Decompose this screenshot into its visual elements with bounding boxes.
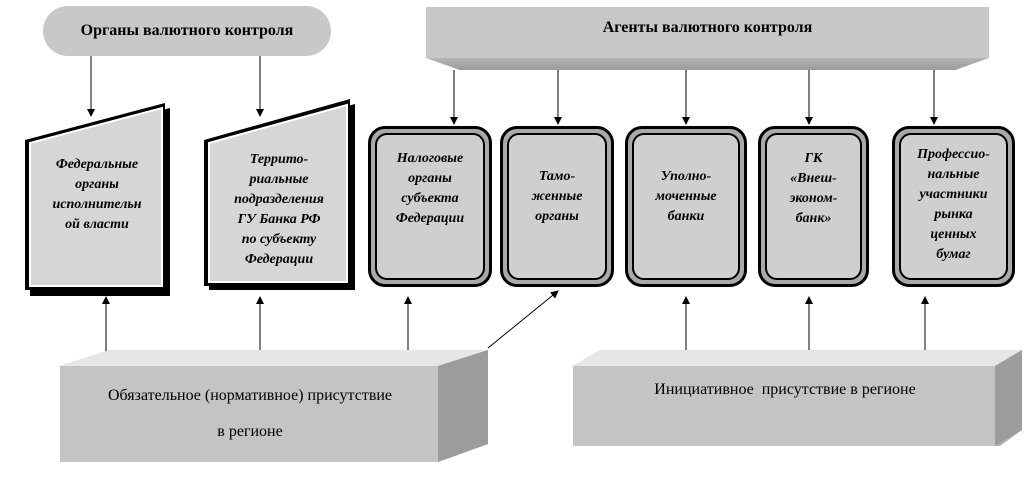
agent-professional-line: бумаг	[936, 247, 971, 262]
arrow-mandatory-to-customs	[487, 290, 559, 349]
agent-veb-line: ГК	[804, 151, 823, 166]
organ-federal-line: исполнительн	[52, 197, 142, 212]
organ-territorial-line: подразделения	[234, 192, 324, 207]
agent-customs-inner: Тамо- женные органы	[507, 133, 607, 280]
agent-veb-line: «Внеш-	[790, 171, 837, 186]
agent-professional-line: Профессио-	[917, 147, 990, 162]
mandatory-presence-line1: Обязательное (нормативное) присутствие	[107, 387, 393, 404]
organ-territorial-line: Террито-	[249, 152, 309, 167]
agent-tax-inner: Налоговые органы субъекта Федерации	[375, 133, 485, 280]
agent-customs-line: женные	[531, 189, 583, 204]
organ-territorial-line: по субъекту	[241, 232, 317, 247]
organ-federal-line: органы	[75, 177, 119, 192]
organ-territorial-line: риальные	[249, 172, 309, 187]
agent-professional-inner: Профессио- нальные участники рынка ценны…	[899, 133, 1008, 280]
agents-header-bevel	[426, 58, 989, 70]
initiative-presence: Инициативное присутствие в регионе	[575, 368, 995, 412]
organ-federal: Федеральные органы исполнительн ой власт…	[32, 145, 162, 245]
agent-banks-line: банки	[667, 209, 705, 224]
agent-professional-line: нальные	[927, 167, 980, 182]
agent-tax-line: органы	[408, 171, 452, 186]
agent-tax-line: Федерации	[395, 211, 465, 226]
mandatory-presence: Обязательное (нормативное) присутствие в…	[62, 368, 438, 460]
organ-territorial-line: Федерации	[244, 252, 314, 267]
agent-tax-line: Налоговые	[396, 151, 464, 166]
agents-header-label: Агенты валютного контроля	[602, 19, 813, 36]
agent-banks-inner: Уполно- моченные банки	[632, 133, 740, 280]
agent-professional-line: рынка	[934, 207, 973, 222]
organ-federal-line: ой власти	[65, 217, 129, 232]
initiative-presence-label: Инициативное присутствие в регионе	[654, 381, 916, 398]
organ-federal-line: Федеральные	[55, 157, 139, 172]
agent-veb-inner: ГК «Внеш- эконом- банк»	[765, 133, 862, 280]
agent-customs-line: органы	[535, 209, 579, 224]
agent-banks: Уполно- моченные банки	[625, 126, 747, 287]
agent-tax: Налоговые органы субъекта Федерации	[368, 126, 492, 287]
agent-veb: ГК «Внеш- эконом- банк»	[758, 126, 869, 287]
agent-tax-line: субъекта	[401, 191, 459, 206]
organ-territorial-line: ГУ Банка РФ	[237, 212, 321, 227]
agent-customs: Тамо- женные органы	[500, 126, 614, 287]
agent-professional-line: участники	[919, 187, 988, 202]
organs-header: Органы валютного контроля	[43, 6, 331, 56]
organs-header-label: Органы валютного контроля	[80, 22, 294, 39]
agent-professional-line: ценных	[930, 227, 977, 242]
agent-banks-line: Уполно-	[660, 169, 712, 184]
agent-banks-line: моченные	[655, 189, 717, 204]
agent-veb-line: банк»	[795, 211, 832, 226]
agent-veb-line: эконом-	[789, 191, 838, 206]
mandatory-presence-line2: в регионе	[217, 423, 283, 440]
agent-customs-line: Тамо-	[538, 169, 576, 184]
agent-professional: Профессио- нальные участники рынка ценны…	[892, 126, 1015, 287]
agents-header: Агенты валютного контроля	[426, 7, 989, 58]
organ-territorial: Террито- риальные подразделения ГУ Банка…	[210, 145, 348, 275]
